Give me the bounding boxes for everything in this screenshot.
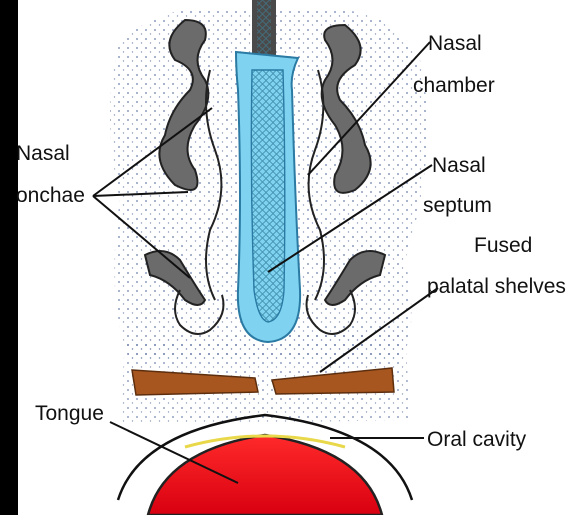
- nasal-septum: [236, 52, 300, 342]
- label-nasal-septum-2: septum: [423, 194, 492, 217]
- label-nasal-conchae-2: onchae: [16, 184, 85, 207]
- label-oral-cavity: Oral cavity: [427, 428, 527, 451]
- label-nasal-chamber-2: chamber: [413, 74, 495, 97]
- tongue: [148, 435, 382, 515]
- label-nasal-chamber-1: Nasal: [428, 32, 482, 55]
- label-tongue: Tongue: [35, 402, 104, 425]
- label-nasal-septum-1: Nasal: [432, 154, 486, 177]
- label-fused-palatal-1: Fused: [474, 234, 532, 257]
- label-nasal-conchae-1: Nasal: [16, 142, 70, 165]
- label-fused-palatal-2: palatal shelves: [427, 275, 566, 298]
